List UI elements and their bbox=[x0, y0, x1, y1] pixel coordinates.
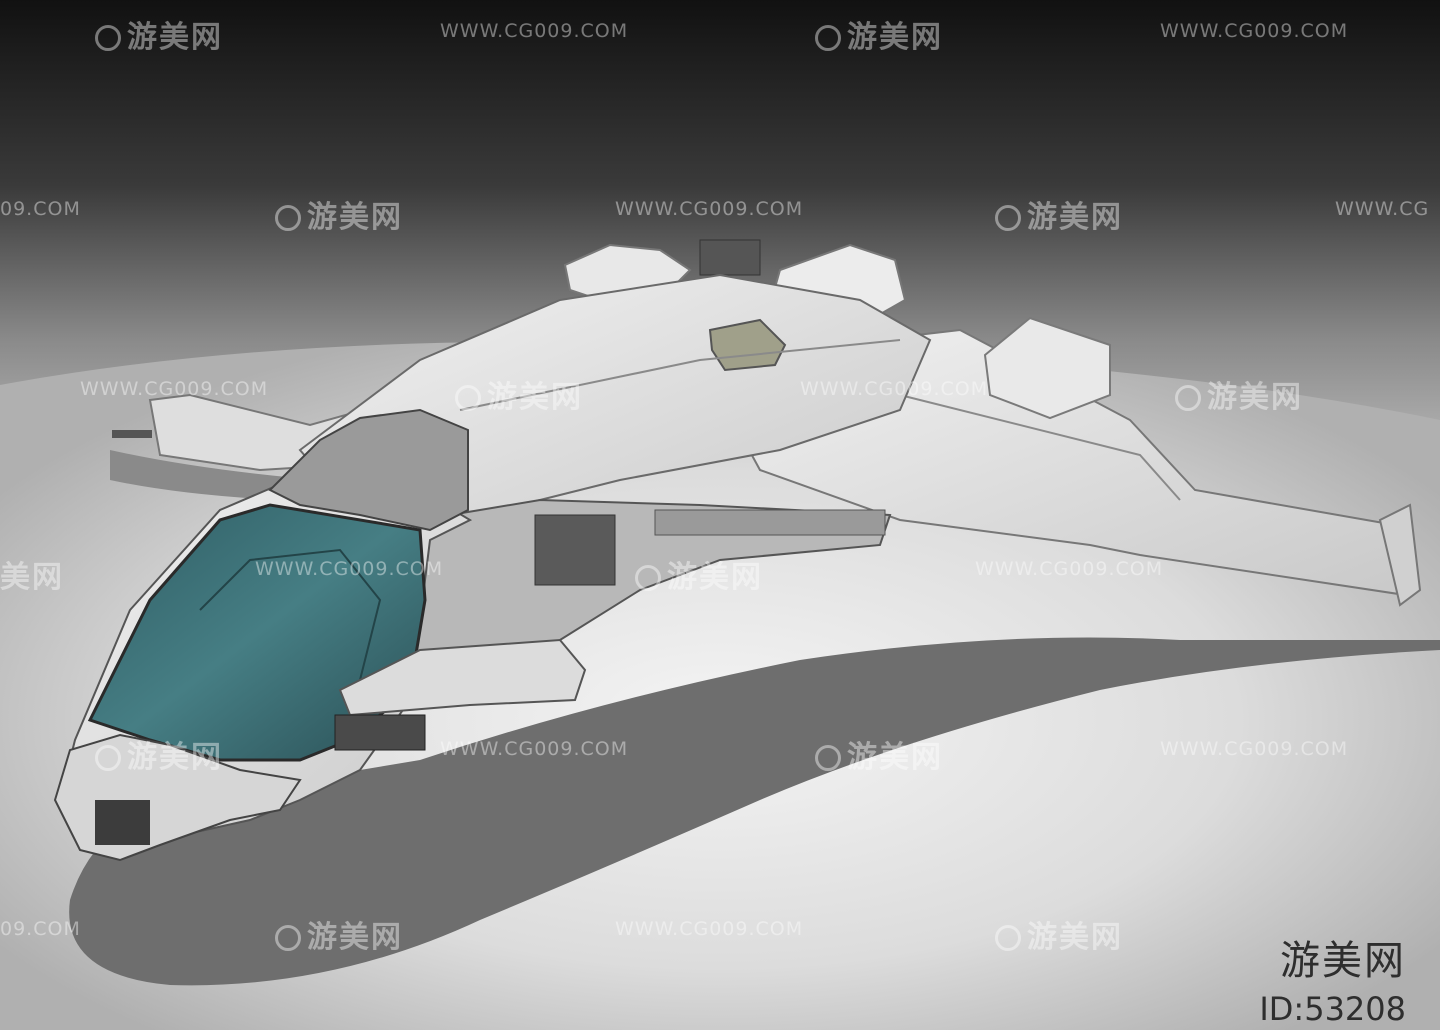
nose-vent bbox=[95, 800, 150, 845]
right-wing-tip bbox=[1378, 503, 1422, 607]
ship-shadow bbox=[69, 637, 1440, 986]
canopy-frame bbox=[268, 408, 469, 532]
side-vent bbox=[654, 509, 886, 536]
landing-gear-bay bbox=[534, 514, 616, 586]
image-id-label: ID:53208 bbox=[1259, 990, 1406, 1028]
canopy bbox=[87, 503, 427, 762]
wing-shadow-left bbox=[110, 450, 320, 500]
right-fin bbox=[983, 316, 1111, 420]
side-intake bbox=[338, 638, 587, 717]
corner-brand: 游美网 bbox=[1280, 938, 1406, 984]
left-gun bbox=[112, 430, 152, 438]
side-gun bbox=[334, 714, 426, 751]
engine-nozzle bbox=[699, 239, 761, 276]
